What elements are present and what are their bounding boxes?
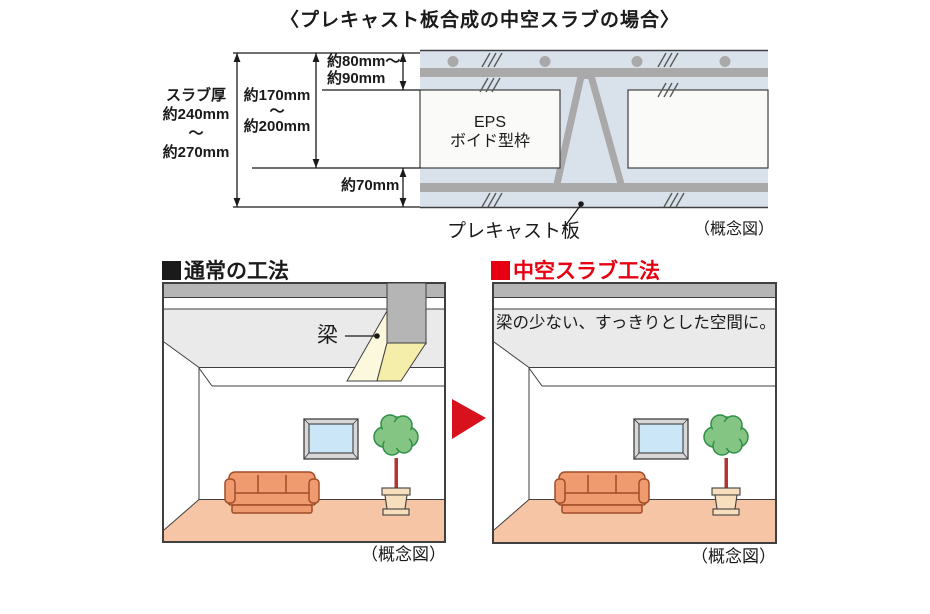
dimension-arrowheads <box>233 53 407 207</box>
plant-foliage-fill <box>382 422 411 448</box>
ceiling <box>494 309 775 368</box>
right-arrow-icon <box>452 399 486 439</box>
beam-leader-line <box>345 333 380 339</box>
dimension-label: スラブ厚 <box>165 87 226 104</box>
heading-hollow-slab-method: 中空スラブ工法 <box>491 255 660 285</box>
rebar-dots <box>447 56 731 67</box>
beam-label: 梁 <box>317 324 338 347</box>
dimension-bottom-layer: 約70mm <box>341 177 400 194</box>
dimension-value: 約80mm～ <box>327 53 401 70</box>
break-hatches <box>479 52 685 208</box>
heading-normal-text: 通常の工法 <box>184 260 289 283</box>
plant-trunk <box>394 458 398 489</box>
beam-bottom-face <box>376 342 427 382</box>
plant <box>703 414 749 516</box>
plant <box>373 414 419 516</box>
page-title: 〈プレキャスト板合成の中空スラブの場合〉 <box>279 10 680 31</box>
slab-band <box>494 284 775 298</box>
dimension-tilde: ～ <box>188 125 204 142</box>
eps-void-left-block <box>419 89 561 169</box>
eps-void-right-block <box>627 89 769 169</box>
eps-label-line2: ボイド型枠 <box>449 133 530 150</box>
room-hollow-svg <box>492 282 777 544</box>
plant-pot <box>381 487 411 516</box>
ceiling-fascia-lines <box>493 341 775 500</box>
lattice-truss <box>553 71 625 185</box>
window <box>633 418 689 460</box>
precast-leader-line <box>562 201 584 230</box>
heading-hollow-text: 中空スラブ工法 <box>513 260 660 283</box>
window <box>303 418 359 460</box>
bottom-rebar-bar <box>420 183 768 192</box>
black-square-bullet <box>162 260 181 280</box>
plant-pot <box>711 487 741 516</box>
red-square-bullet <box>491 260 510 280</box>
room-normal-svg <box>162 282 446 543</box>
slab-section-svg <box>233 49 769 230</box>
conceptual-diagram-caption: （概念図） <box>694 221 775 238</box>
dimension-slab-thickness: スラブ厚 約240mm ～ 約270mm <box>155 86 237 162</box>
sofa <box>554 471 650 514</box>
eps-label-line1: EPS <box>473 114 506 131</box>
dimension-top-layer: 約80mm～ 約90mm <box>327 53 401 87</box>
sofa <box>224 471 320 514</box>
comparison-arrow-svg <box>452 399 486 439</box>
dimension-mid-depth: 約170mm ～ 約200mm <box>238 88 316 135</box>
plant-foliage-fill <box>712 422 741 448</box>
dimension-value: 約200mm <box>243 118 311 135</box>
slab-band <box>164 284 444 298</box>
precast-slab-label: プレキャスト板 <box>447 221 581 242</box>
dimension-value: 約170mm <box>243 87 311 104</box>
conceptual-diagram-caption: （概念図） <box>361 545 446 564</box>
dimension-tilde: ～ <box>269 102 285 120</box>
hollow-slab-note: 梁の少ない、すっきりとした空間に。 <box>496 314 776 332</box>
conceptual-diagram-caption: （概念図） <box>691 547 776 566</box>
lattice-truss-apex <box>573 68 599 79</box>
plant-trunk <box>724 458 728 489</box>
eps-void-label: EPS ボイド型枠 <box>425 113 555 151</box>
dimension-value: 約270mm <box>162 144 230 161</box>
heading-normal-method: 通常の工法 <box>162 255 289 285</box>
dimension-value: 約240mm <box>162 106 230 123</box>
beam-column <box>386 282 427 345</box>
dimension-value: 約90mm <box>327 69 386 87</box>
